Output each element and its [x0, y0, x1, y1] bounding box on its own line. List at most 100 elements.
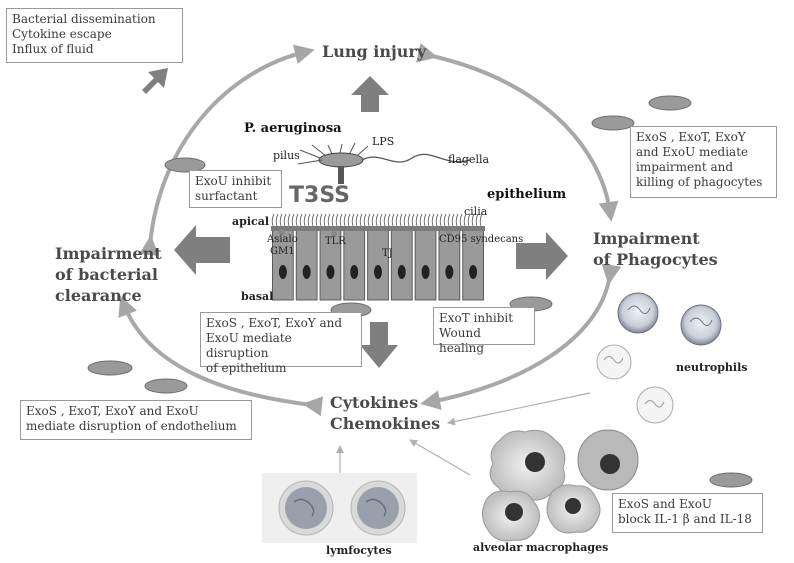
bacterium-ellipse: [164, 157, 206, 173]
cilium: [423, 213, 427, 227]
clearance-label-line1: Impairment: [55, 244, 162, 263]
epithelial-cell: [367, 227, 389, 301]
cell-nucleus: [278, 265, 287, 279]
cilium: [307, 213, 311, 227]
arrow-neutrophils-cytokines: [447, 392, 591, 426]
apical-junction-bar: [271, 226, 485, 231]
dissemination-box: Bacterial dissemination Cytokine escape …: [6, 8, 183, 63]
lung-injury-label: Lung injury: [322, 42, 427, 61]
cilium: [431, 213, 435, 227]
t3ss-label: T3SS: [289, 183, 351, 208]
receptor-tlr: [331, 231, 337, 237]
cilia-label: cilia: [464, 205, 488, 218]
tj-label: TJ: [382, 248, 393, 259]
pilus-label: pilus: [273, 149, 300, 162]
cilium: [351, 213, 355, 227]
bacterium-ellipse: [648, 95, 692, 111]
cilium: [319, 213, 323, 227]
box-line: ExoS and ExoU: [618, 497, 713, 511]
box-line: Bacterial dissemination: [12, 12, 156, 26]
cilium: [343, 213, 347, 227]
bacterium-ellipse: [709, 472, 753, 488]
cilium: [419, 213, 423, 227]
cilium: [439, 213, 443, 227]
flagellum: [361, 153, 471, 163]
box-line: ExoU inhibit: [195, 174, 272, 188]
box-line: surfactant: [195, 189, 258, 203]
cilium: [295, 213, 299, 227]
cilium: [379, 213, 383, 227]
bacterium-ellipse: [87, 360, 133, 376]
cilium: [323, 213, 327, 227]
box-line: Influx of fluid: [12, 42, 94, 56]
box-line: ExoU mediate disruption: [206, 331, 292, 360]
arrow-lung-to-phagocytes: [416, 43, 619, 222]
flagella-label: flagella: [448, 153, 490, 166]
right-block-arrow: [516, 232, 568, 280]
cilium: [411, 213, 415, 227]
cilium: [435, 213, 439, 227]
arrow-macrophages-cytokines: [409, 439, 471, 476]
up-block-arrow: [351, 76, 389, 112]
cilium: [459, 213, 463, 227]
cilium: [475, 213, 479, 227]
chemokines-label: Chemokines: [330, 414, 441, 433]
left-block-arrow: [174, 225, 230, 275]
cilium: [287, 213, 291, 227]
cilium: [387, 213, 391, 227]
cilium: [279, 213, 283, 227]
epithelial-cell: [295, 227, 318, 301]
cilium: [299, 213, 303, 227]
cell-nucleus: [326, 265, 335, 279]
cell-nucleus: [350, 265, 359, 279]
clearance-label-line3: clearance: [55, 286, 142, 305]
cilium: [407, 213, 411, 227]
cilium: [383, 213, 387, 227]
box-line: Wound healing: [439, 326, 485, 355]
cilium: [447, 213, 451, 227]
cilium: [467, 213, 471, 227]
cilium: [303, 213, 307, 227]
cycle-arrows: [118, 43, 622, 417]
cell-nucleus: [302, 265, 311, 279]
cell-nucleus: [469, 265, 478, 279]
cilium: [331, 213, 335, 227]
box-line: mediate disruption of endothelium: [26, 419, 237, 433]
p-aeruginosa-bacterium: [297, 142, 471, 184]
cd95-label: CD95 syndecans: [439, 234, 524, 245]
neutrophils-label: neutrophils: [676, 361, 748, 374]
box-line: and ExoU mediate: [636, 145, 749, 159]
box-line: impairment and: [636, 160, 734, 174]
cilium: [327, 213, 331, 227]
epithelium-label: epithelium: [487, 187, 567, 202]
box-line: of epithelium: [206, 361, 287, 375]
lymphocytes-group: [262, 473, 417, 543]
cilium: [471, 213, 475, 227]
apical-label: apical: [232, 215, 270, 228]
epithelial-cells: [271, 226, 485, 301]
phagocytes-label-line2: of Phagocytes: [593, 250, 718, 269]
cilium: [463, 213, 467, 227]
cell-nucleus: [445, 265, 454, 279]
cilium: [451, 213, 455, 227]
arrow-cytokines-to-clearance: [118, 295, 324, 417]
epithelium-layer: [271, 213, 485, 301]
cilium: [427, 213, 431, 227]
cilium: [375, 213, 379, 227]
exou-surfactant-box: ExoU inhibit surfactant: [189, 170, 282, 208]
cilium: [311, 213, 315, 227]
receptor-cd95: [446, 230, 452, 236]
epithelial-cell: [414, 227, 437, 301]
cell-nucleus: [397, 265, 406, 279]
box-line: ExoS , ExoT, ExoY: [636, 130, 746, 144]
macrophages-label: alveolar macrophages: [473, 541, 609, 554]
cell-nucleus: [374, 265, 382, 279]
thin-arrows: [336, 392, 591, 476]
wound-healing-box: ExoT inhibit Wound healing: [433, 307, 535, 355]
cilium: [363, 213, 367, 227]
cilium: [283, 213, 287, 227]
arrow-phagocytes-to-cytokines: [420, 263, 622, 410]
arrow-clearance-to-lung: [139, 44, 315, 256]
down-block-arrow: [360, 322, 398, 368]
